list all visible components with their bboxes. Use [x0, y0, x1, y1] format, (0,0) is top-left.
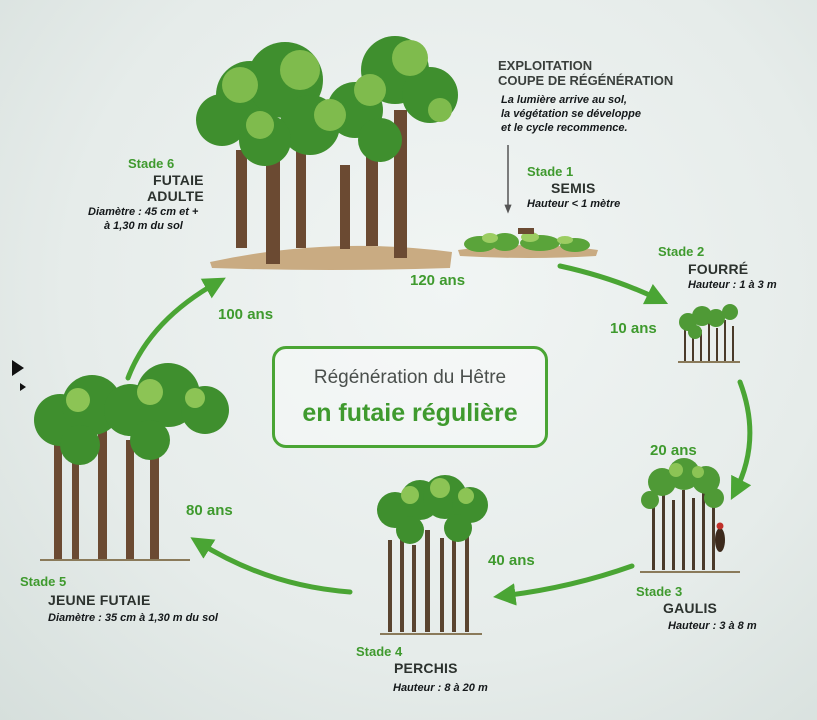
edge-small-triangle-icon: [20, 383, 26, 391]
title-line-2: en futaie régulière: [302, 399, 518, 427]
stage2-label: Stade 2: [658, 244, 705, 259]
stage6-detail-line-1: Diamètre : 45 cm et +: [88, 206, 199, 218]
arrow-stage5-to-stage6: [125, 277, 226, 381]
regeneration-cut-heading: COUPE DE RÉGÉNÉRATION: [498, 73, 674, 88]
stage5-label: Stade 5: [20, 574, 67, 589]
stage6-forest-illustration: [196, 36, 458, 270]
arrow-stage3-to-stage4: [493, 563, 635, 606]
age-40: 40 ans: [488, 552, 535, 569]
stage1-name: SEMIS: [551, 180, 596, 196]
stage4-name: PERCHIS: [394, 660, 458, 676]
arrow-stage1-to-stage2: [557, 263, 669, 305]
exploitation-line-3: et le cycle recommence.: [501, 122, 628, 134]
stage3-label: Stade 3: [636, 584, 683, 599]
age-10: 10 ans: [610, 320, 657, 337]
exploitation-heading: EXPLOITATION: [498, 58, 593, 73]
stage6-name-line-2: ADULTE: [147, 188, 204, 204]
stage1-seedlings-illustration: [458, 228, 598, 258]
stage1-label: Stade 1: [527, 164, 574, 179]
stage2-name: FOURRÉ: [688, 261, 749, 277]
stage5-young-forest-illustration: [34, 363, 229, 561]
arrow-stage2-to-stage3: [730, 379, 753, 500]
cycle-arrows: [125, 263, 753, 606]
stage4-label: Stade 4: [356, 644, 403, 659]
age-100: 100 ans: [218, 306, 274, 323]
arrow-stage4-to-stage5: [190, 537, 353, 595]
stage3-saplings-illustration: [640, 458, 740, 573]
exploitation-line-2: la végétation se développe: [501, 108, 641, 120]
stage3-detail: Hauteur : 3 à 8 m: [668, 620, 757, 632]
age-120: 120 ans: [410, 272, 466, 289]
stage6-name-line-1: FUTAIE: [153, 172, 204, 188]
stage3-name: GAULIS: [663, 600, 718, 616]
stage2-detail: Hauteur : 1 à 3 m: [688, 279, 777, 291]
stage6-detail-line-2: à 1,30 m du sol: [104, 220, 183, 232]
title-box: Régénération du Hêtre en futaie régulièr…: [272, 346, 548, 448]
age-80: 80 ans: [186, 502, 233, 519]
stage1-detail: Hauteur < 1 mètre: [527, 198, 621, 210]
stage4-detail: Hauteur : 8 à 20 m: [393, 682, 488, 694]
stage4-pole-stage-illustration: [377, 475, 488, 635]
stage6-label: Stade 6: [128, 156, 175, 171]
stage5-name: JEUNE FUTAIE: [48, 592, 151, 608]
title-line-1: Régénération du Hêtre: [313, 367, 507, 388]
stage2-thicket-illustration: [678, 304, 740, 363]
edge-triangle-icon: [12, 360, 24, 376]
age-20: 20 ans: [650, 442, 697, 459]
stage5-detail: Diamètre : 35 cm à 1,30 m du sol: [48, 612, 218, 624]
exploitation-line-1: La lumière arrive au sol,: [501, 94, 627, 106]
